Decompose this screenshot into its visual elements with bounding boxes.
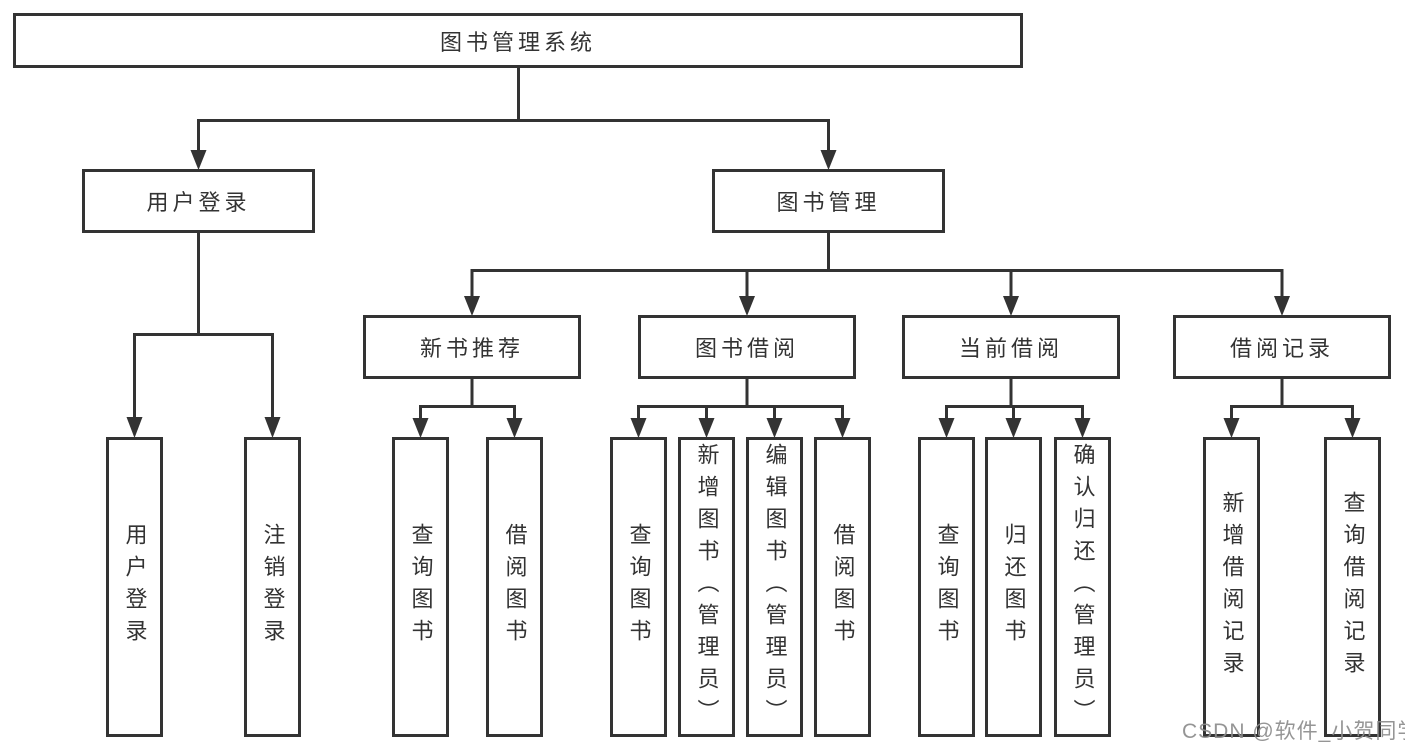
leaf-bb-query-books-label: 查询图书	[626, 523, 652, 651]
leaf-user-login-label: 用户登录	[122, 523, 148, 651]
leaf-bb-borrow-books: 借阅图书	[814, 437, 871, 737]
leaf-nbr-borrow-books-label: 借阅图书	[502, 523, 528, 651]
leaf-logout-login-label: 注销登录	[260, 523, 286, 651]
leaf-cb-query-books-label: 查询图书	[934, 523, 960, 651]
node-new-book-recommend: 新书推荐	[363, 315, 581, 379]
leaf-nbr-query-books-label: 查询图书	[408, 523, 434, 651]
leaf-user-login: 用户登录	[106, 437, 163, 737]
node-current-borrow-label: 当前借阅	[958, 336, 1063, 361]
leaf-cb-confirm-return-admin-label: 确认归还（管理员）	[1070, 443, 1096, 731]
leaf-bb-add-books-admin: 新增图书（管理员）	[678, 437, 735, 737]
node-borrow-records-label: 借阅记录	[1229, 336, 1334, 361]
leaf-bb-query-books: 查询图书	[610, 437, 667, 737]
leaf-logout-login: 注销登录	[244, 437, 301, 737]
leaf-cb-confirm-return-admin: 确认归还（管理员）	[1054, 437, 1111, 737]
leaf-bb-edit-books-admin: 编辑图书（管理员）	[746, 437, 803, 737]
leaf-br-add-record: 新增借阅记录	[1203, 437, 1260, 737]
leaf-br-query-record-label: 查询借阅记录	[1340, 491, 1366, 683]
leaf-bb-edit-books-admin-label: 编辑图书（管理员）	[762, 443, 788, 731]
node-new-book-recommend-label: 新书推荐	[419, 336, 524, 361]
leaf-bb-borrow-books-label: 借阅图书	[830, 523, 856, 651]
node-book-borrow: 图书借阅	[638, 315, 856, 379]
leaf-bb-add-books-admin-label: 新增图书（管理员）	[694, 443, 720, 731]
leaf-nbr-query-books: 查询图书	[392, 437, 449, 737]
node-current-borrow: 当前借阅	[902, 315, 1120, 379]
node-root-label: 图书管理系统	[439, 29, 596, 55]
csdn-watermark: CSDN @软件_小贺同学	[1182, 720, 1405, 743]
node-book-management: 图书管理	[712, 169, 945, 233]
node-user-login: 用户登录	[82, 169, 315, 233]
leaf-cb-return-books-label: 归还图书	[1001, 523, 1027, 651]
leaf-nbr-borrow-books: 借阅图书	[486, 437, 543, 737]
node-user-login-label: 用户登录	[146, 190, 251, 215]
leaf-cb-query-books: 查询图书	[918, 437, 975, 737]
node-book-management-label: 图书管理	[776, 190, 881, 215]
node-book-borrow-label: 图书借阅	[694, 336, 799, 361]
node-borrow-records: 借阅记录	[1173, 315, 1391, 379]
leaf-cb-return-books: 归还图书	[985, 437, 1042, 737]
leaf-br-add-record-label: 新增借阅记录	[1219, 491, 1245, 683]
leaf-br-query-record: 查询借阅记录	[1324, 437, 1381, 737]
node-root-system: 图书管理系统	[13, 13, 1023, 68]
